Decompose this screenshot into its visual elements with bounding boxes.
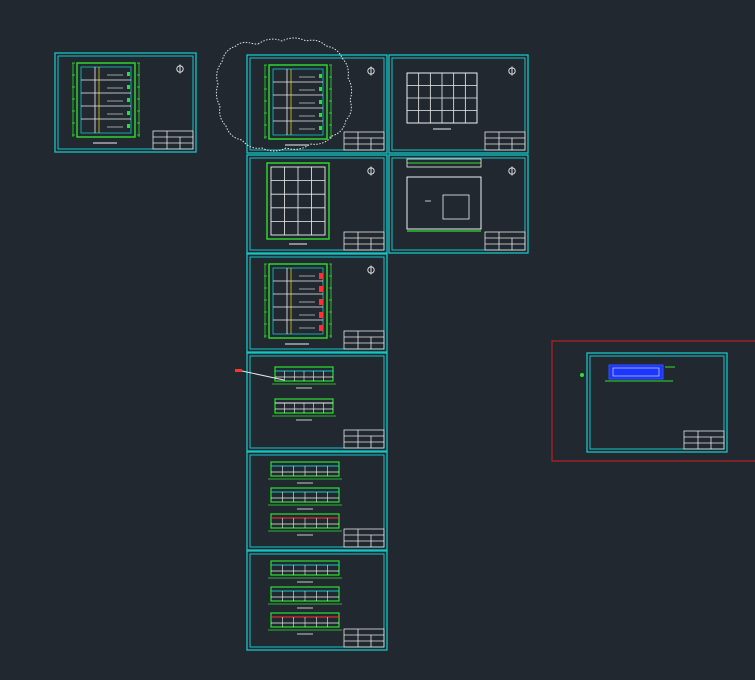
sheets-layer: [54, 52, 728, 651]
leader-marker[interactable]: [235, 369, 242, 372]
sheet-9[interactable]: [586, 352, 728, 453]
north-arrow-icon: [367, 166, 375, 176]
sheet-4[interactable]: [388, 154, 529, 254]
grip-point[interactable]: [580, 373, 584, 377]
leader-arrow-icon: [241, 370, 285, 381]
sheet-5[interactable]: [246, 253, 388, 353]
north-arrow-icon: [508, 66, 516, 76]
north-arrow-icon: [367, 265, 375, 275]
sheet-7[interactable]: [246, 451, 388, 551]
sheet-3[interactable]: [246, 154, 388, 254]
north-arrow-icon: [508, 166, 516, 176]
sheet-1[interactable]: [246, 54, 388, 154]
north-arrow-icon: [367, 66, 375, 76]
revision-cloud-icon[interactable]: [215, 37, 353, 152]
north-arrow-icon: [176, 64, 184, 74]
sheet-6[interactable]: [246, 352, 388, 452]
sheet-8[interactable]: [246, 550, 388, 651]
selection-window[interactable]: [551, 340, 755, 462]
sheet-a[interactable]: [54, 52, 197, 153]
sheet-2[interactable]: [388, 54, 529, 154]
